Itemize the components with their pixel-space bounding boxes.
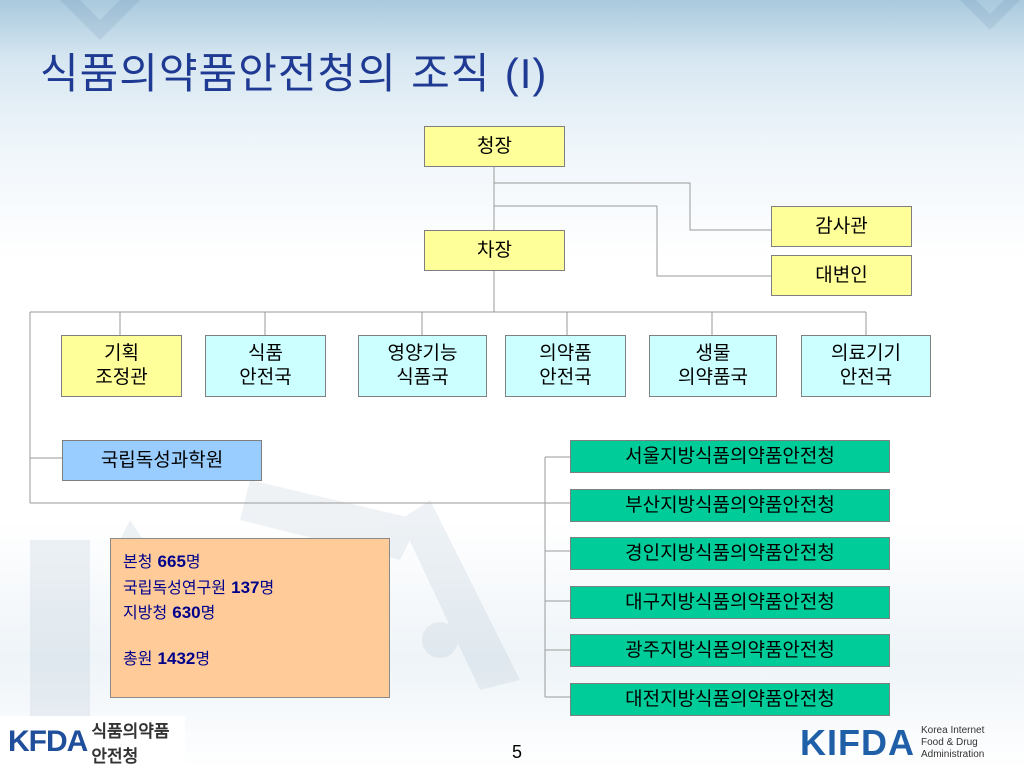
drug-safety-bureau-box: 의약품 안전국 [505, 335, 626, 397]
regional-office-gwangju: 광주지방식품의약품안전청 [570, 634, 890, 667]
regional-office-daejeon: 대전지방식품의약품안전청 [570, 683, 890, 716]
kfda-logo: KFDA 식품의약품안전청 [0, 716, 185, 768]
regional-office-seoul: 서울지방식품의약품안전청 [570, 440, 890, 473]
spokesperson-box: 대변인 [771, 255, 912, 296]
page-number: 5 [512, 742, 523, 762]
planning-office-box: 기획 조정관 [61, 335, 182, 397]
kifda-logo-subtitle: Korea Internet Food & Drug Administratio… [921, 725, 985, 760]
stats-row-institute: 국립독성연구원 137명 [123, 577, 275, 597]
regional-office-gyeongin: 경인지방식품의약품안전청 [570, 537, 890, 570]
kfda-logo-mark: KFDA [8, 725, 88, 758]
medical-device-safety-bureau-box: 의료기기 안전국 [801, 335, 931, 397]
toxicology-research-institute-box: 국립독성과학원 [62, 440, 262, 481]
stats-row-regional: 지방청 630명 [123, 603, 216, 622]
food-safety-bureau-box: 식품 안전국 [205, 335, 326, 397]
auditor-box: 감사관 [771, 206, 912, 247]
kifda-logo-mark: KIFDA [800, 722, 915, 763]
page-title: 식품의약품안전청의 조직 (I) [40, 49, 548, 98]
stats-row-total: 총원 1432명 [123, 648, 211, 668]
nutrition-functional-food-bureau-box: 영양기능 식품국 [358, 335, 487, 397]
staff-count-box: 본청 665명 국립독성연구원 137명 지방청 630명 총원 1432명 [110, 538, 390, 698]
biologics-bureau-box: 생물 의약품국 [649, 335, 777, 397]
commissioner-box: 청장 [424, 126, 565, 167]
kfda-logo-name: 식품의약품안전청 [91, 722, 170, 767]
stats-row-hq: 본청 665명 [123, 552, 201, 571]
deputy-box: 차장 [424, 230, 565, 271]
regional-office-busan: 부산지방식품의약품안전청 [570, 489, 890, 522]
regional-office-daegu: 대구지방식품의약품안전청 [570, 586, 890, 619]
kifda-logo: KIFDA Korea Internet Food & Drug Adminis… [800, 718, 1024, 768]
